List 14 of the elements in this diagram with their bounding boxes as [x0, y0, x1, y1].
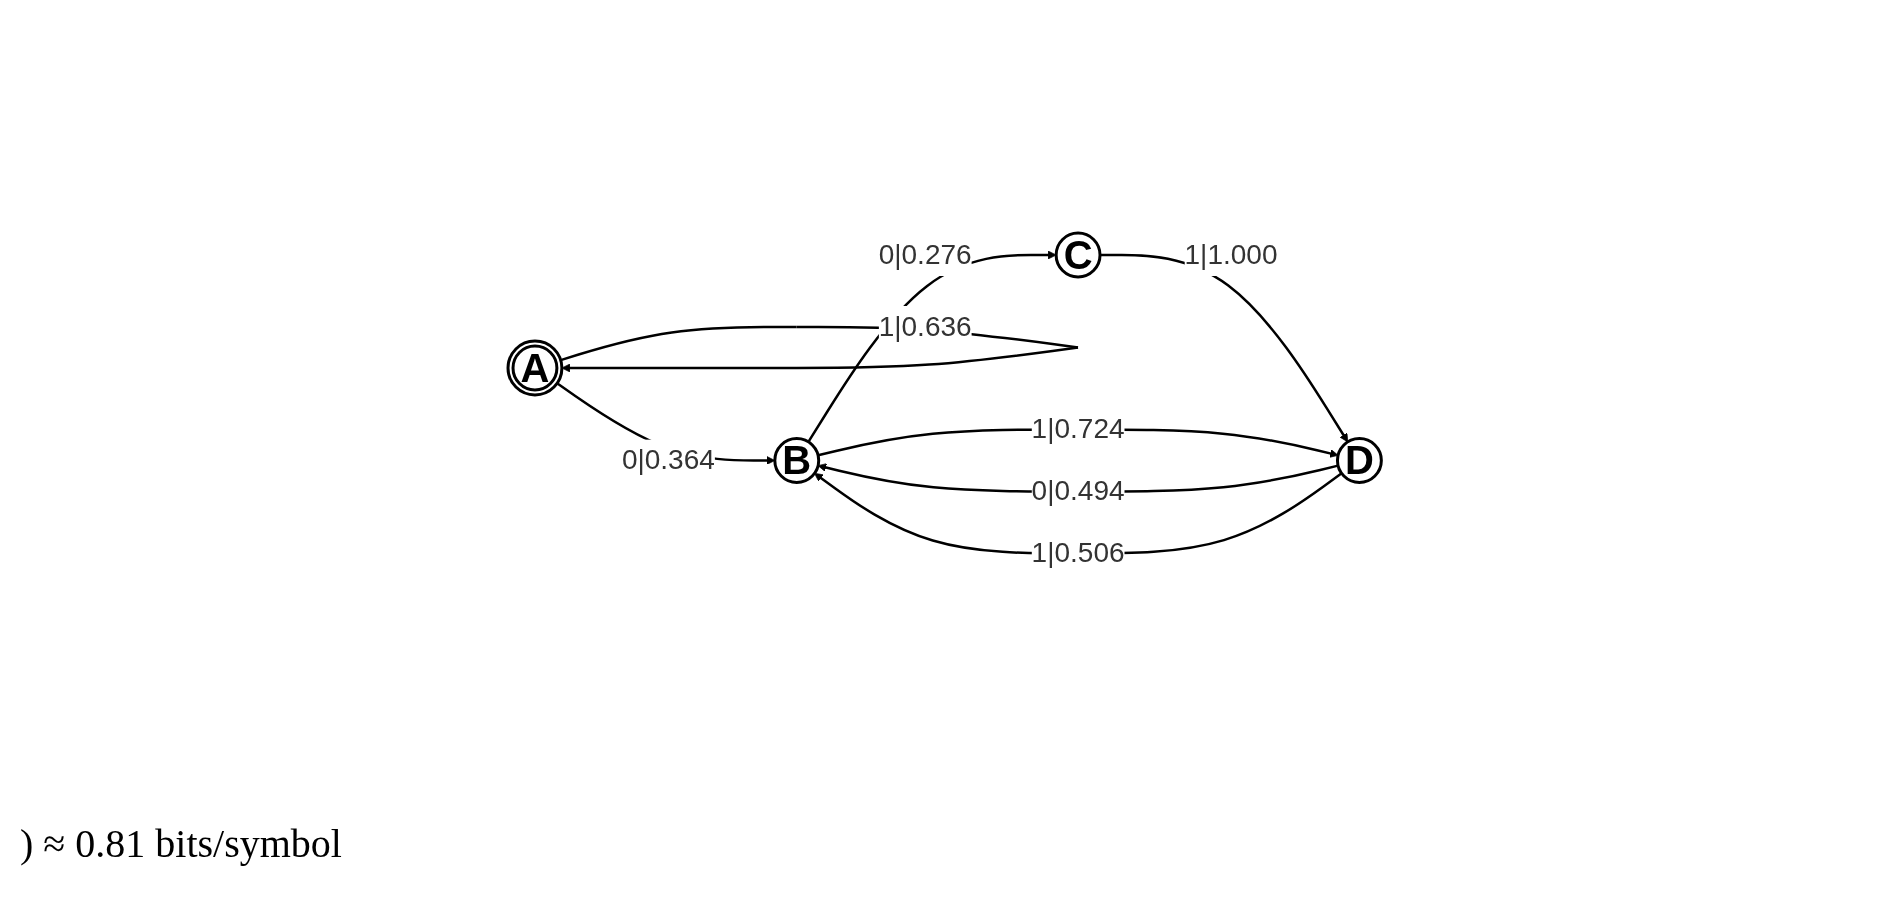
edge-label: 1|0.724 [1031, 413, 1125, 445]
node-circle: A [506, 339, 564, 397]
edge-label: 0|0.494 [1031, 475, 1125, 507]
arrow [1099, 254, 1348, 443]
formula-text: ) ≈ 0.81 bits/symbol [20, 820, 342, 867]
edge-label: 1|0.636 [878, 311, 972, 343]
node-circle: B [773, 437, 820, 485]
edge-label: 0|0.364 [621, 444, 715, 476]
edge-label: 1|1.000 [1184, 239, 1278, 271]
edge-label: 1|0.506 [1031, 537, 1125, 569]
edge-label: 0|0.276 [878, 239, 972, 271]
node-circle: D [1335, 437, 1383, 485]
node-circle: C [1054, 231, 1102, 279]
arrow [807, 250, 1057, 443]
